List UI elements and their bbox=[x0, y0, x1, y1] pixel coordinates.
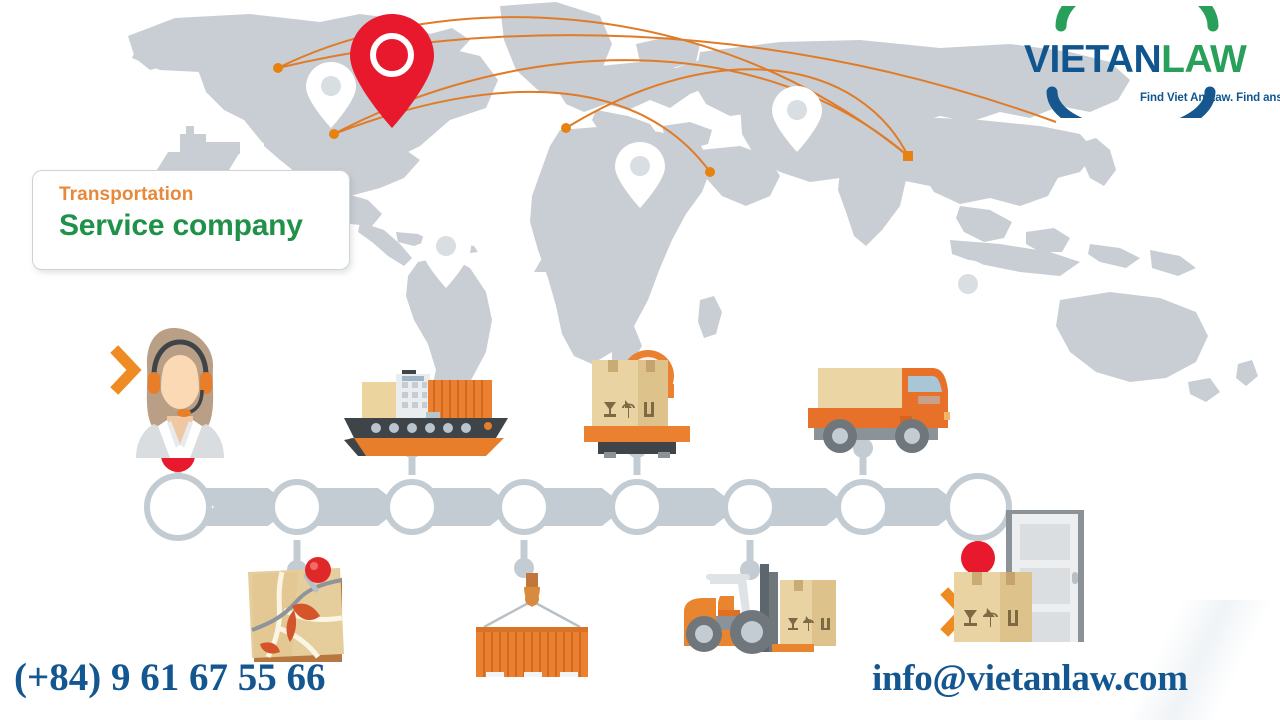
pin-australia bbox=[943, 260, 993, 326]
timeline-node-4 bbox=[496, 479, 552, 535]
weighing-scale-box-icon bbox=[584, 350, 690, 458]
logo-tagline: Find Viet An Law. Find answers. bbox=[1140, 92, 1280, 104]
ship-silhouette-pacific-east bbox=[968, 136, 1028, 178]
cargo-ship-icon bbox=[344, 370, 508, 456]
ship-silhouette-atlantic bbox=[534, 224, 612, 272]
logo-text-accent: LAW bbox=[1161, 38, 1247, 81]
timeline-nodes bbox=[144, 473, 1012, 541]
route-arc-3 bbox=[333, 59, 909, 157]
logo-wordmark: VIETANLAW bbox=[1024, 38, 1247, 81]
timeline-node-8 bbox=[944, 473, 1012, 541]
timeline-node-7 bbox=[835, 479, 891, 535]
route-dot-west bbox=[273, 63, 283, 73]
pin-south-america bbox=[421, 222, 471, 288]
timeline-node-3 bbox=[384, 479, 440, 535]
map-pin-group bbox=[306, 14, 993, 326]
route-dot-east-asia bbox=[903, 151, 913, 161]
title-eyebrow: Transportation bbox=[59, 184, 194, 205]
route-dot-southeast-us bbox=[329, 129, 339, 139]
timeline-node-2 bbox=[269, 479, 325, 535]
route-dot-arabia bbox=[705, 167, 715, 177]
page-title: Service company bbox=[59, 208, 303, 242]
shipping-container-crane-icon bbox=[476, 573, 588, 677]
map-route-arcs bbox=[277, 16, 1057, 173]
call-center-agent-icon bbox=[136, 328, 224, 458]
logistics-process-timeline bbox=[0, 300, 1280, 680]
timeline-node-6 bbox=[722, 479, 778, 535]
pin-central-asia bbox=[772, 86, 822, 152]
delivery-truck-icon bbox=[808, 368, 950, 453]
location-map-icon bbox=[248, 557, 344, 662]
title-card: Transportation Service company bbox=[32, 170, 350, 270]
contact-phone[interactable]: (+84) 9 61 67 55 66 bbox=[14, 656, 326, 699]
route-arc-4 bbox=[565, 68, 909, 157]
pin-north-america-active bbox=[350, 14, 434, 128]
map-route-endpoints bbox=[273, 63, 913, 177]
world-map-background bbox=[128, 2, 1258, 418]
handling-symbols bbox=[604, 400, 654, 418]
contact-email[interactable]: info@vietanlaw.com bbox=[872, 658, 1188, 699]
timeline-node-1 bbox=[144, 473, 212, 541]
route-arc-1 bbox=[277, 16, 909, 157]
pin-north-america-west bbox=[306, 62, 356, 128]
marker-end bbox=[961, 541, 995, 575]
timeline-node-5 bbox=[609, 479, 665, 535]
route-dot-west-africa bbox=[561, 123, 571, 133]
logo-text-primary: VIETAN bbox=[1024, 38, 1162, 81]
pin-africa bbox=[615, 142, 665, 208]
brand-logo[interactable]: VIETANLAW Find Viet An Law. Find answers… bbox=[1012, 0, 1280, 139]
map-ship-silhouette-group bbox=[152, 126, 1028, 272]
chevron-start-icon bbox=[110, 345, 142, 395]
forklift-icon bbox=[684, 564, 836, 654]
